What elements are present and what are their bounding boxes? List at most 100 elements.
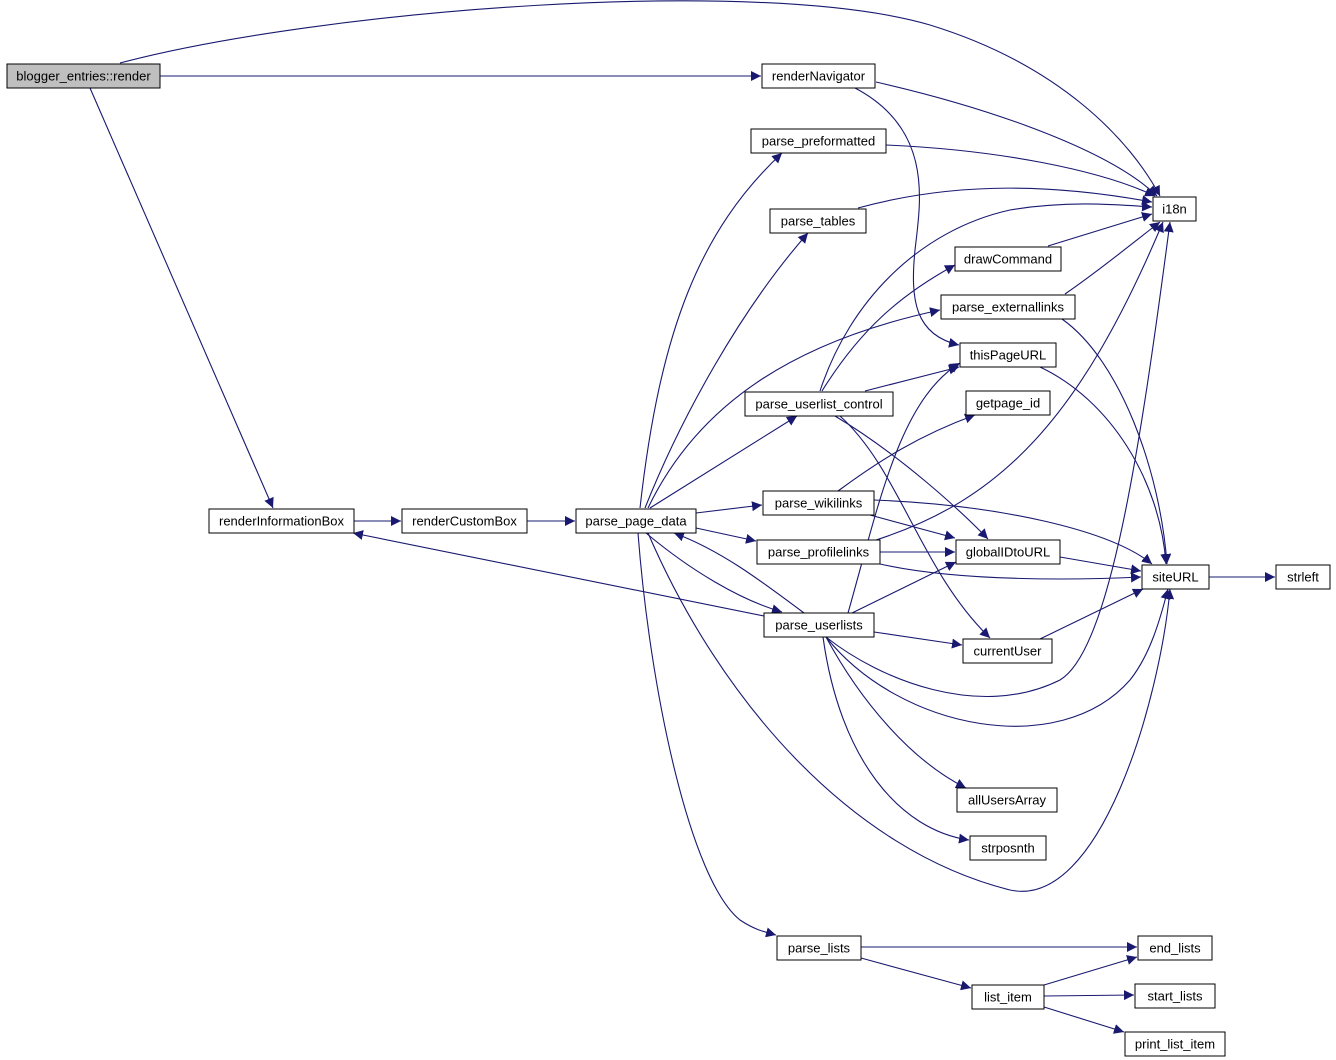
node-box[interactable] <box>965 390 1051 416</box>
edge-parse_userlist_control-to-i18n <box>819 201 1153 392</box>
edge-parse_userlist_control-to-currentUser <box>839 415 991 639</box>
node-label: parse_userlists <box>775 618 863 633</box>
node-label: globalIDtoURL <box>966 545 1051 560</box>
node-label: renderInformationBox <box>219 514 345 529</box>
edge-parse_userlists-to-globalIDtoURL <box>851 561 957 614</box>
edge-path <box>1047 212 1153 247</box>
edge-path <box>860 957 972 991</box>
node-box[interactable] <box>575 508 697 534</box>
edge-path <box>1061 318 1172 565</box>
node-end_lists[interactable]: end_lists <box>1137 935 1213 961</box>
edge-parse_page_data-to-parse_userlist_control <box>649 415 798 509</box>
node-label: parse_externallinks <box>952 300 1065 315</box>
edge-path <box>837 413 976 492</box>
node-box[interactable] <box>959 342 1057 368</box>
node-box[interactable] <box>762 490 875 516</box>
node-blogger_entries_render[interactable]: blogger_entries::render <box>6 63 161 89</box>
node-box[interactable] <box>756 539 881 565</box>
edge-path <box>1064 221 1161 295</box>
node-box[interactable] <box>954 246 1062 272</box>
node-box[interactable] <box>971 984 1045 1010</box>
node-box[interactable] <box>955 539 1061 565</box>
node-allUsersArray[interactable]: allUsersArray <box>956 787 1058 813</box>
edge-parse_preformatted-to-i18n <box>885 144 1156 197</box>
node-start_lists[interactable]: start_lists <box>1134 983 1216 1009</box>
edge-path <box>647 532 1175 892</box>
node-label: strposnth <box>981 841 1034 856</box>
node-box[interactable] <box>776 935 862 961</box>
edge-path <box>873 631 963 649</box>
node-box[interactable] <box>969 835 1047 861</box>
node-parse_profilelinks[interactable]: parse_profilelinks <box>756 539 881 565</box>
node-renderNavigator[interactable]: renderNavigator <box>761 63 876 89</box>
edge-path <box>1043 990 1135 1001</box>
node-print_list_item[interactable]: print_list_item <box>1124 1031 1226 1057</box>
node-box[interactable] <box>956 787 1058 813</box>
node-thisPageURL[interactable]: thisPageURL <box>959 342 1057 368</box>
node-parse_wikilinks[interactable]: parse_wikilinks <box>762 490 875 516</box>
node-getpage_id[interactable]: getpage_id <box>965 390 1051 416</box>
edge-parse_userlist_control-to-globalIDtoURL <box>834 415 989 540</box>
edge-path <box>819 201 1153 392</box>
edge-path <box>825 588 1171 727</box>
node-box[interactable] <box>761 63 876 89</box>
node-renderCustomBox[interactable]: renderCustomBox <box>401 508 528 534</box>
node-box[interactable] <box>1137 935 1213 961</box>
node-label: currentUser <box>974 644 1043 659</box>
node-label: parse_lists <box>788 941 851 956</box>
edge-parse_page_data-to-parse_tables <box>644 232 809 509</box>
node-box[interactable] <box>1275 564 1331 590</box>
node-parse_userlists[interactable]: parse_userlists <box>763 612 875 638</box>
node-label: start_lists <box>1148 989 1203 1004</box>
node-renderInformationBox[interactable]: renderInformationBox <box>208 508 355 534</box>
node-box[interactable] <box>401 508 528 534</box>
node-drawCommand[interactable]: drawCommand <box>954 246 1062 272</box>
node-label: parse_wikilinks <box>775 496 863 511</box>
node-box[interactable] <box>763 612 875 638</box>
edge-blogger_entries_render-to-renderInformationBox <box>89 87 274 509</box>
edge-path <box>875 221 1164 541</box>
node-label: getpage_id <box>976 396 1040 411</box>
node-box[interactable] <box>1141 564 1210 590</box>
node-i18n[interactable]: i18n <box>1152 196 1197 222</box>
edge-path <box>673 531 805 614</box>
node-box[interactable] <box>1152 196 1197 222</box>
edge-parse_wikilinks-to-getpage_id <box>837 413 976 492</box>
node-box[interactable] <box>750 128 887 154</box>
node-parse_tables[interactable]: parse_tables <box>769 208 867 234</box>
edge-path <box>821 264 956 392</box>
node-box[interactable] <box>1124 1031 1226 1057</box>
node-parse_externallinks[interactable]: parse_externallinks <box>940 294 1076 320</box>
edge-path <box>645 532 783 615</box>
node-label: allUsersArray <box>968 793 1047 808</box>
node-siteURL[interactable]: siteURL <box>1141 564 1210 590</box>
node-strposnth[interactable]: strposnth <box>969 835 1047 861</box>
node-box[interactable] <box>208 508 355 534</box>
node-box[interactable] <box>962 638 1053 664</box>
node-parse_userlist_control[interactable]: parse_userlist_control <box>744 391 894 417</box>
edge-path <box>825 221 1174 698</box>
node-box[interactable] <box>769 208 867 234</box>
edge-path <box>1043 1006 1125 1034</box>
node-label: parse_tables <box>781 214 856 229</box>
node-box[interactable] <box>744 391 894 417</box>
edge-path <box>875 81 1158 197</box>
node-parse_preformatted[interactable]: parse_preformatted <box>750 128 887 154</box>
node-box[interactable] <box>940 294 1076 320</box>
edge-drawCommand-to-i18n <box>1047 212 1153 247</box>
node-strleft[interactable]: strleft <box>1275 564 1331 590</box>
node-box[interactable] <box>6 63 161 89</box>
edge-path <box>834 415 989 540</box>
node-parse_page_data[interactable]: parse_page_data <box>575 508 697 534</box>
node-list_item[interactable]: list_item <box>971 984 1045 1010</box>
node-label: end_lists <box>1149 941 1201 956</box>
node-parse_lists[interactable]: parse_lists <box>776 935 862 961</box>
node-box[interactable] <box>1134 983 1216 1009</box>
edge-parse_page_data-to-parse_preformatted <box>639 152 783 509</box>
edge-renderNavigator-to-thisPageURL <box>854 87 960 348</box>
node-currentUser[interactable]: currentUser <box>962 638 1053 664</box>
edge-parse_userlists-to-currentUser <box>873 631 963 649</box>
node-globalIDtoURL[interactable]: globalIDtoURL <box>955 539 1061 565</box>
edge-list_item-to-print_list_item <box>1043 1006 1125 1034</box>
edge-path <box>119 0 1161 197</box>
